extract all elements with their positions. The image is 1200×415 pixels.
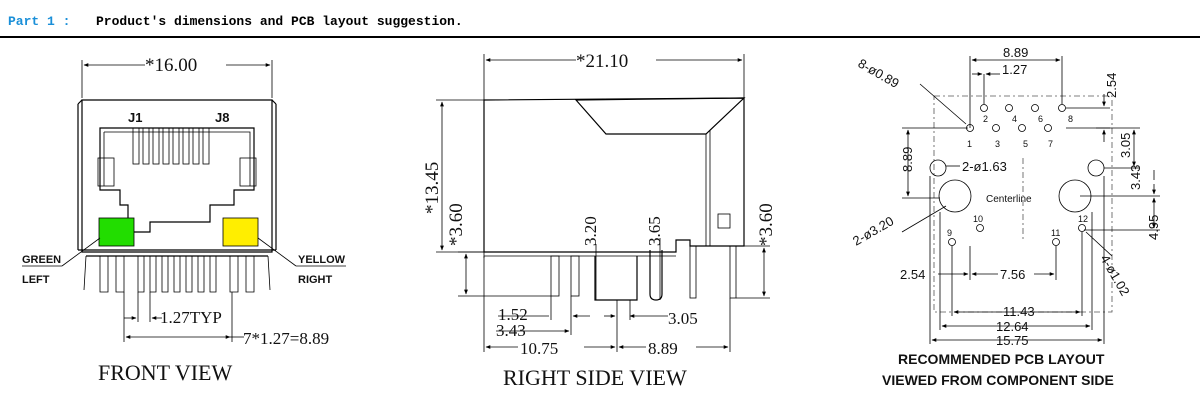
yellow-led [222, 217, 259, 247]
led-right-label-1: YELLOW [298, 254, 346, 266]
side-dim-320: 3.20 [581, 216, 600, 246]
contact-fingers [132, 127, 210, 165]
pcb-dim-1143: 11.43 [1003, 304, 1035, 319]
pcb-layout: 8.89 1.27 2.54 1 2 3 4 5 6 7 8 8-ø0.89 [850, 45, 1161, 388]
pcb-caption-line2: VIEWED FROM COMPONENT SIDE [882, 372, 1114, 388]
pin-num-5: 5 [1023, 139, 1028, 149]
pcb-holes-small-label: 8-ø0.89 [856, 56, 902, 91]
led-left-label-1: GREEN [22, 254, 61, 266]
front-width-dim: *16.00 [145, 55, 197, 76]
front-view-caption: FRONT VIEW [98, 360, 232, 385]
pin-num-4: 4 [1012, 114, 1017, 124]
pcb-dim-305: 3.05 [1118, 133, 1133, 158]
side-dim-889: 8.89 [648, 339, 678, 358]
pcb-dim-495: 4.95 [1146, 215, 1161, 240]
pin-num-7: 7 [1048, 139, 1053, 149]
led-pin-9: 9 [947, 228, 952, 238]
pin-num-2: 2 [983, 114, 988, 124]
header-rule [0, 36, 1200, 38]
side-dim-343: 3.43 [496, 321, 526, 340]
side-height-dim: *13.45 [422, 162, 443, 214]
section-title: Product's dimensions and PCB layout sugg… [96, 14, 463, 29]
pcb-holes-led-label: 4-ø1.02 [1097, 252, 1132, 298]
led-right-label-2: RIGHT [298, 274, 333, 286]
side-view: *21.10 *13.45 *3.60 3.20 3.65 *3.60 [422, 51, 777, 390]
side-left-height-dim: *3.60 [446, 203, 467, 246]
pcb-centerline-label: Centerline [986, 194, 1032, 205]
pcb-dim-1264: 12.64 [996, 319, 1029, 334]
pcb-dim-756: 7.56 [1000, 267, 1025, 282]
pin-num-1: 1 [967, 139, 972, 149]
pcb-holes-big-label: 2-ø3.20 [850, 213, 896, 248]
side-dim-1075: 10.75 [520, 339, 558, 358]
pin-label-j8: J8 [215, 110, 229, 125]
side-right-height-dim: *3.60 [756, 203, 777, 246]
side-dim-152: 1.52 [498, 305, 528, 324]
pcb-dim-889-top: 8.89 [1003, 45, 1028, 60]
pin-num-3: 3 [995, 139, 1000, 149]
led-left-label-2: LEFT [22, 274, 50, 286]
section-number: Part 1 : [8, 14, 71, 29]
side-length-dim: *21.10 [576, 51, 628, 72]
led-pin-12: 12 [1078, 214, 1088, 224]
front-pitch-total: 7*1.27=8.89 [243, 329, 329, 348]
pin-label-j1: J1 [128, 110, 142, 125]
pcb-dim-889-left: 8.89 [900, 147, 915, 172]
pin-num-6: 6 [1038, 114, 1043, 124]
pcb-holes-mid-label: 2-ø1.63 [962, 159, 1007, 174]
pcb-dim-254-left: 2.54 [900, 267, 925, 282]
pcb-dim-1575: 15.75 [996, 333, 1029, 348]
signal-holes [966, 104, 1066, 132]
pcb-caption-line1: RECOMMENDED PCB LAYOUT [898, 351, 1105, 367]
section-header: Part 1 : Product's dimensions and PCB la… [0, 0, 1200, 38]
pin-num-8: 8 [1068, 114, 1073, 124]
pcb-dim-343: 3.43 [1128, 165, 1143, 190]
green-led [98, 217, 135, 247]
side-view-caption: RIGHT SIDE VIEW [503, 365, 687, 390]
side-dim-305: 3.05 [668, 309, 698, 328]
front-view: *16.00 J1 J8 [22, 55, 346, 385]
led-pin-10: 10 [973, 214, 983, 224]
front-pins [83, 255, 271, 293]
led-pin-11: 11 [1051, 228, 1060, 238]
pcb-dim-254-top: 2.54 [1104, 73, 1119, 98]
side-dim-365: 3.65 [645, 216, 664, 246]
pcb-dim-127: 1.27 [1002, 62, 1027, 77]
front-pitch-dim: 1.27TYP [160, 308, 222, 327]
